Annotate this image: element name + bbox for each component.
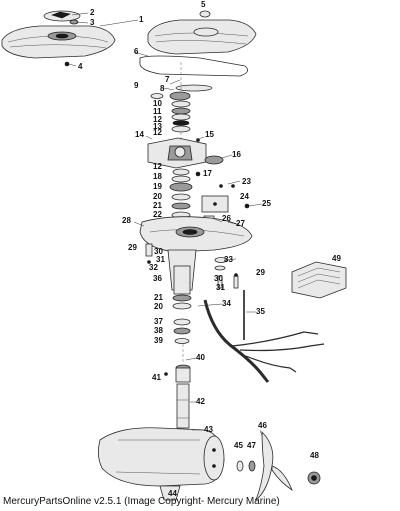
callout-15: 15: [205, 130, 214, 139]
callout-27: 27: [236, 219, 245, 228]
callout-45: 45: [234, 441, 243, 450]
lower-ring-stack: [172, 294, 192, 344]
callout-41: 41: [152, 373, 161, 382]
callout-21-lower: 21: [154, 293, 163, 302]
control-module: [291, 261, 347, 299]
callout-48: 48: [310, 451, 319, 460]
callout-49: 49: [332, 254, 341, 263]
leader-lines: [68, 12, 263, 437]
callout-17: 17: [203, 169, 212, 178]
callout-16: 16: [232, 150, 241, 159]
callout-31-left: 31: [156, 255, 165, 264]
cable-harness: [203, 290, 325, 383]
callout-30-left: 30: [154, 247, 163, 256]
gasket-7: [175, 84, 213, 92]
knob-assembly: [43, 10, 81, 25]
control-head-cover: [1, 25, 116, 59]
callout-37: 37: [154, 317, 163, 326]
callout-6: 6: [134, 47, 139, 56]
callout-7: 7: [165, 75, 170, 84]
copyright-footer: MercuryPartsOnline v2.5.1 (Image Copyrig…: [3, 496, 280, 507]
upper-ring-stack: [150, 91, 191, 133]
callout-10: 10: [153, 99, 162, 108]
callout-24: 24: [240, 192, 249, 201]
assembly-centerline: [180, 62, 184, 364]
callout-44: 44: [168, 489, 177, 498]
callout-3: 3: [90, 18, 95, 27]
callout-12-second: 12: [153, 128, 162, 137]
callout-18: 18: [153, 172, 162, 181]
upper-housing: [147, 10, 257, 55]
callout-47: 47: [247, 441, 256, 450]
callout-31-right: 31: [216, 283, 225, 292]
callout-33: 33: [224, 255, 233, 264]
mount-bracket: [139, 216, 253, 253]
propeller-hardware: [236, 431, 321, 502]
callout-14: 14: [135, 130, 144, 139]
callout-13: 13: [153, 122, 162, 131]
callout-12-upper: 12: [153, 115, 162, 124]
callout-11: 11: [153, 107, 162, 116]
callout-29-left: 29: [128, 243, 137, 252]
callout-43: 43: [204, 425, 213, 434]
steering-assembly: [147, 137, 224, 169]
callout-46: 46: [258, 421, 267, 430]
callout-9: 9: [134, 81, 139, 90]
callout-22: 22: [153, 210, 162, 219]
callout-19: 19: [153, 182, 162, 191]
callout-35: 35: [256, 307, 265, 316]
callout-5: 5: [201, 0, 206, 9]
callout-34: 34: [222, 299, 231, 308]
callout-32: 32: [149, 263, 158, 272]
callout-4: 4: [78, 62, 83, 71]
callout-20-lower: 20: [154, 302, 163, 311]
bracket-hardware: [201, 184, 250, 221]
callout-28: 28: [122, 216, 131, 225]
callout-29-right: 29: [256, 268, 265, 277]
callout-36: 36: [153, 274, 162, 283]
callout-30-right: 30: [214, 274, 223, 283]
lower-unit-motor: [98, 427, 225, 501]
callout-25: 25: [262, 199, 271, 208]
shaft-collar: [145, 243, 239, 295]
gasket-6: [139, 55, 248, 77]
callout-20-upper: 20: [153, 192, 162, 201]
callout-42: 42: [196, 397, 205, 406]
callout-2: 2: [90, 8, 95, 17]
callout-1: 1: [139, 15, 144, 24]
screw-4: [64, 61, 70, 67]
callout-12-third: 12: [153, 162, 162, 171]
callout-40: 40: [196, 353, 205, 362]
callout-26: 26: [222, 214, 231, 223]
middle-ring-stack: [169, 168, 201, 219]
callout-8: 8: [160, 84, 165, 93]
callout-39: 39: [154, 336, 163, 345]
callout-23: 23: [242, 177, 251, 186]
drive-shaft: [164, 364, 191, 429]
callout-38: 38: [154, 326, 163, 335]
callout-21-upper: 21: [153, 201, 162, 210]
